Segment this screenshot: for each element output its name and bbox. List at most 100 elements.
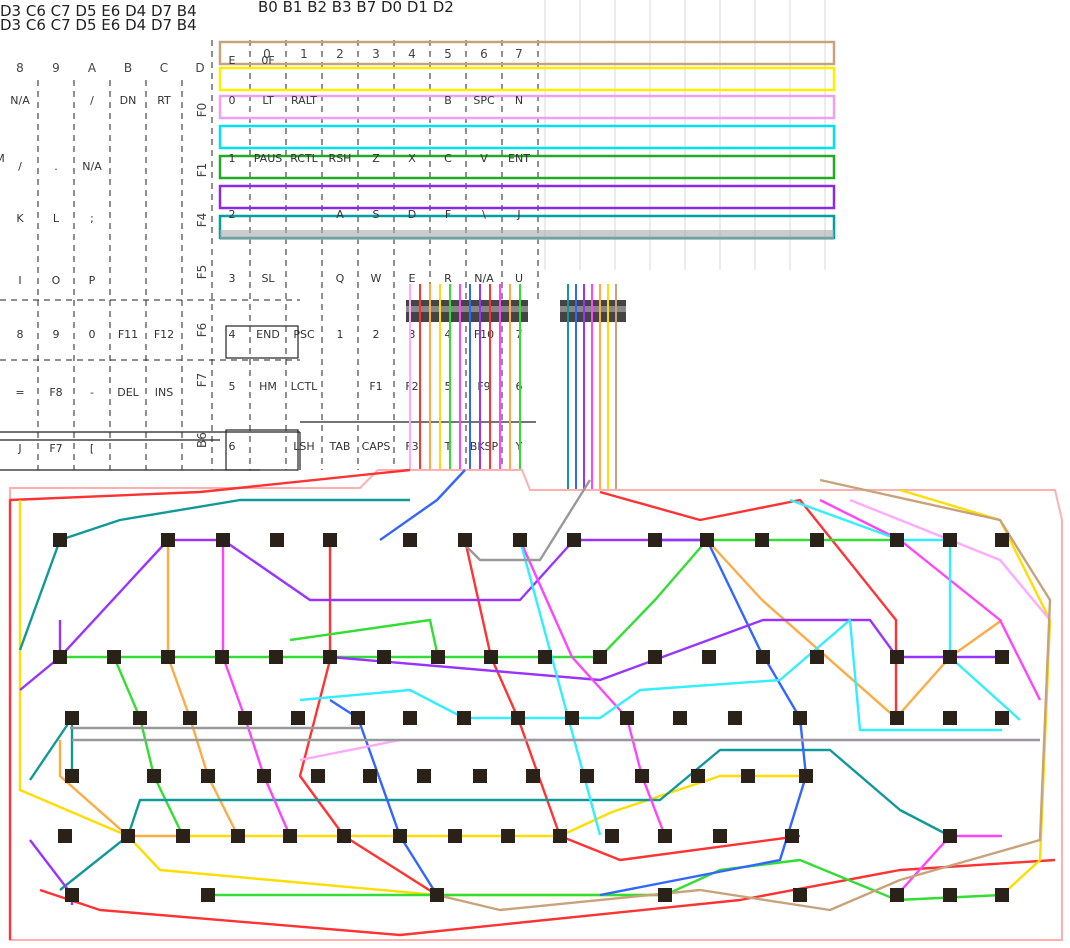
board-outline	[9, 469, 1063, 941]
switch	[448, 829, 462, 843]
switch	[231, 829, 245, 843]
pins-left-label-ghost: D3 C6 C7 D5 E6 D4 D7 B4	[0, 2, 197, 20]
switch	[741, 769, 755, 783]
switch	[323, 650, 337, 664]
switch	[53, 650, 67, 664]
matrix-cell: \	[482, 208, 486, 221]
switch	[65, 711, 79, 725]
switch	[755, 533, 769, 547]
row-bus-1	[218, 66, 836, 92]
left-column-letter: B	[124, 61, 132, 75]
matrix-cell: 3	[229, 272, 236, 285]
switch	[393, 829, 407, 843]
switch	[161, 650, 175, 664]
switch	[176, 829, 190, 843]
switch	[713, 829, 727, 843]
left-matrix-cell: INS	[155, 386, 173, 399]
wire	[789, 498, 1021, 721]
matrix-cell: SPC	[473, 94, 495, 107]
left-matrix-cell: L	[53, 212, 60, 225]
switch	[431, 650, 445, 664]
column-number: 3	[372, 47, 380, 61]
left-matrix-cell: .	[54, 160, 58, 173]
switch	[793, 711, 807, 725]
switch	[458, 533, 472, 547]
matrix-cell: 3	[409, 328, 416, 341]
wire	[289, 618, 440, 658]
pins-top-label: B0 B1 B2 B3 B7 D0 D1 D2	[258, 0, 454, 16]
left-column-letter: A	[88, 61, 97, 75]
wire	[379, 469, 466, 541]
switch	[995, 533, 1009, 547]
switch	[810, 533, 824, 547]
matrix-cell: M	[0, 152, 5, 165]
matrix-cell: SL	[261, 272, 275, 285]
matrix-cell: 0	[229, 94, 236, 107]
wire	[459, 479, 592, 562]
switch	[728, 711, 742, 725]
wire	[436, 478, 1052, 912]
left-matrix-cell: RT	[157, 94, 171, 107]
matrix-cell: T	[444, 440, 452, 453]
row-bus-4	[218, 154, 836, 180]
switch	[65, 769, 79, 783]
wire	[299, 738, 1040, 762]
switch	[257, 769, 271, 783]
row-bus-2	[218, 94, 836, 120]
row-pin-label: F7	[195, 373, 209, 388]
switch	[943, 829, 957, 843]
switch	[238, 711, 252, 725]
switch	[526, 769, 540, 783]
wire	[329, 698, 439, 896]
wire	[59, 748, 951, 891]
switch	[201, 888, 215, 902]
switch	[215, 650, 229, 664]
left-matrix-cell: [	[90, 442, 94, 455]
switch	[269, 650, 283, 664]
left-matrix-cell: N/A	[82, 160, 102, 173]
left-matrix-cell: F8	[49, 386, 62, 399]
switch	[283, 829, 297, 843]
left-matrix-cell: F11	[118, 328, 138, 341]
matrix-cell: 2	[373, 328, 380, 341]
switch-footprints	[53, 533, 1009, 902]
switch	[658, 888, 672, 902]
left-matrix-cell: DEL	[117, 386, 139, 399]
matrix-cell: HM	[259, 380, 277, 393]
matrix-cell: RSH	[329, 152, 352, 165]
wire	[329, 618, 1002, 682]
left-column-letter: D	[195, 61, 204, 75]
switch	[430, 888, 444, 902]
left-matrix-cell: O	[52, 274, 61, 287]
matrix-cell: R	[444, 272, 452, 285]
wire	[60, 655, 185, 837]
row-pin-label: F5	[195, 265, 209, 280]
left-column-letter: 9	[52, 61, 60, 75]
switch	[457, 711, 471, 725]
column-number: 7	[515, 47, 523, 61]
row-bus-bands	[218, 40, 836, 240]
column-number: 4	[408, 47, 416, 61]
row-bus-shadow	[220, 230, 834, 240]
switch	[147, 769, 161, 783]
switch	[810, 650, 824, 664]
matrix-cell: F1	[369, 380, 382, 393]
switch	[785, 829, 799, 843]
matrix-cell: J	[516, 208, 520, 221]
left-matrix-cell: /	[18, 160, 22, 173]
connector-left	[406, 300, 528, 322]
row-bus-5	[218, 184, 836, 210]
wire	[518, 539, 667, 837]
switch	[538, 650, 552, 664]
switch	[702, 650, 716, 664]
column-number: 0	[263, 47, 271, 61]
matrix-cell: S	[373, 208, 380, 221]
matrix-cell: 5	[445, 380, 452, 393]
switch	[658, 829, 672, 843]
switch	[351, 711, 365, 725]
row-bus-3	[218, 124, 836, 150]
switch	[673, 711, 687, 725]
row-pin-label: B6	[195, 432, 209, 448]
